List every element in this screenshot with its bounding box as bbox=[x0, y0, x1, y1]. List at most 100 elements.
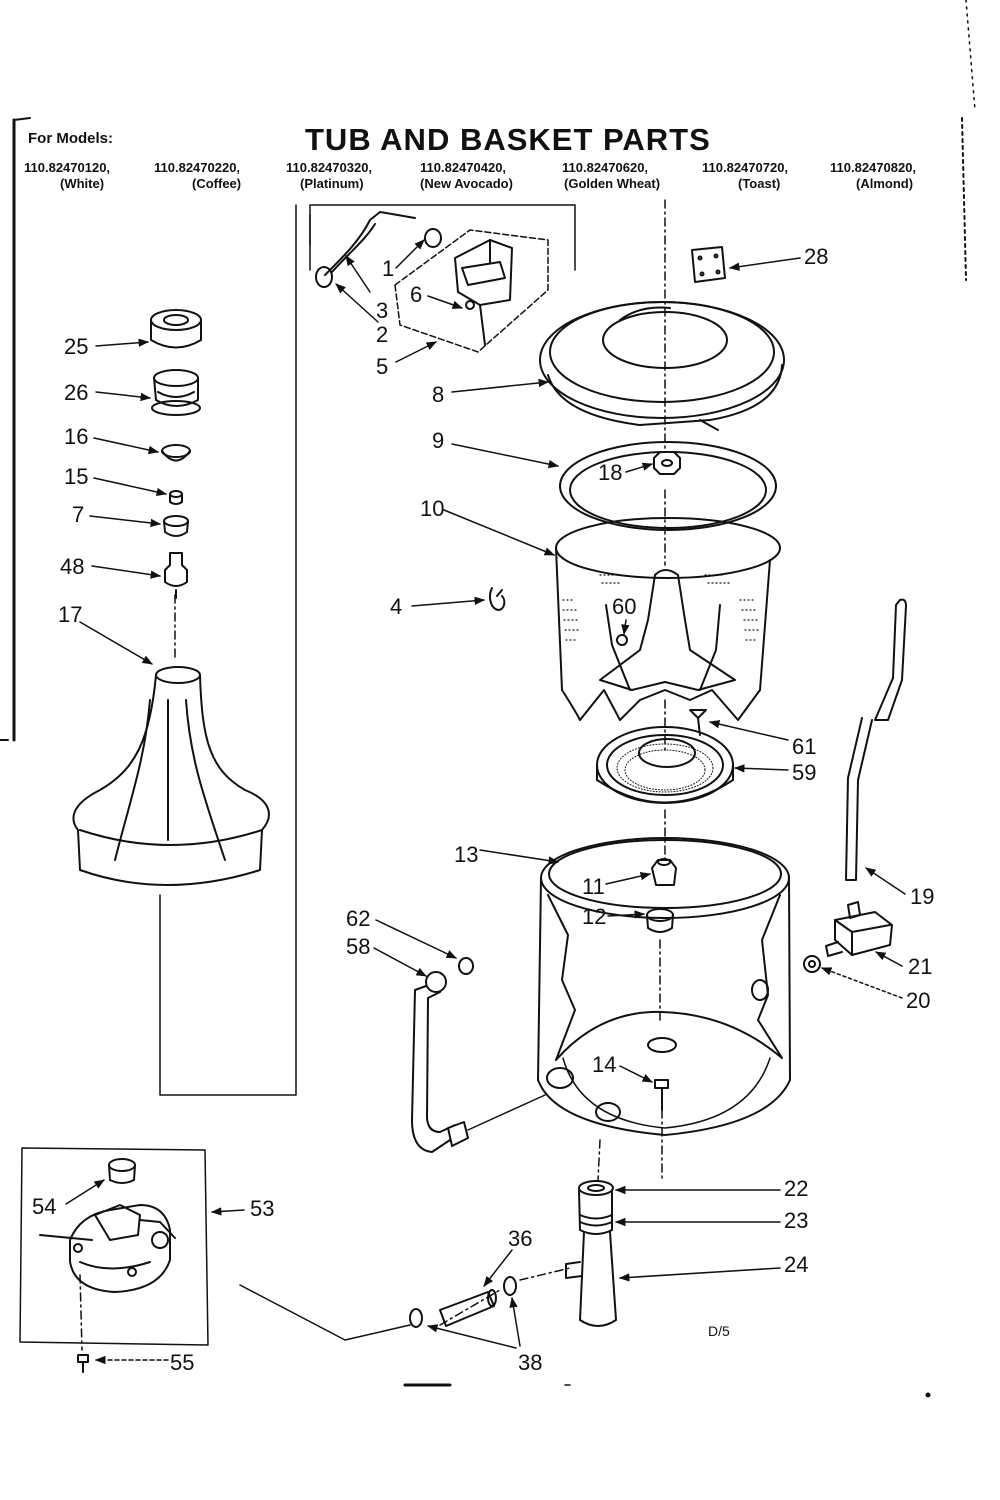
callout-18: 18 bbox=[598, 460, 622, 485]
model-item: 110.82470420, (New Avocado) bbox=[420, 160, 513, 191]
callout-12: 12 bbox=[582, 904, 606, 929]
callout-13: 13 bbox=[454, 842, 478, 867]
stray-marks bbox=[0, 739, 931, 1398]
model-item: 110.82470320, (Platinum) bbox=[286, 160, 372, 191]
model-color: (Golden Wheat) bbox=[564, 176, 661, 191]
callout-48: 48 bbox=[60, 554, 84, 579]
part-16-bearing bbox=[161, 444, 191, 462]
callout-38-right: 38 bbox=[518, 1350, 542, 1375]
part-36-connector bbox=[439, 1289, 497, 1327]
model-number: 110.82470120, bbox=[24, 160, 111, 175]
callout-62: 62 bbox=[346, 906, 370, 931]
callout-28: 28 bbox=[804, 244, 828, 269]
model-color: (Almond) bbox=[856, 176, 914, 191]
parts-1-6-inlet-assembly bbox=[315, 211, 549, 353]
callout-61: 61 bbox=[792, 734, 816, 759]
callout-8: 8 bbox=[432, 382, 444, 407]
callout-6: 6 bbox=[410, 282, 422, 307]
part-48-stud bbox=[164, 552, 188, 599]
model-item: 110.82470620, (Golden Wheat) bbox=[562, 160, 660, 191]
callout-60: 60 bbox=[612, 594, 636, 619]
part-55-screw bbox=[77, 1354, 89, 1373]
part-26-cam bbox=[151, 369, 201, 416]
model-item: 110.82470120, (White) bbox=[24, 160, 110, 191]
diagram-title: TUB AND BASKET PARTS bbox=[305, 122, 711, 157]
part-13-outer-tub bbox=[537, 837, 791, 1136]
part-17-agitator bbox=[72, 666, 270, 886]
part-15-spacer bbox=[169, 490, 183, 505]
callout-20: 20 bbox=[906, 988, 930, 1013]
model-color: (Coffee) bbox=[192, 176, 242, 191]
callout-58: 58 bbox=[346, 934, 370, 959]
part-7-bushing bbox=[163, 515, 189, 537]
part-22-seal bbox=[578, 1180, 614, 1196]
callout-19: 19 bbox=[910, 884, 934, 909]
callout-59: 59 bbox=[792, 760, 816, 785]
part-14-bolt bbox=[654, 1079, 669, 1111]
model-color: (White) bbox=[60, 176, 105, 191]
callout-53: 53 bbox=[250, 1196, 274, 1221]
callout-11: 11 bbox=[582, 874, 605, 899]
pump-inset-frame bbox=[19, 1147, 209, 1346]
callout-labels: 25 26 16 15 7 48 17 1 3 2 6 5 28 8 9 18 … bbox=[32, 244, 934, 1375]
model-item: 110.82470720, (Toast) bbox=[702, 160, 788, 191]
model-color: (New Avocado) bbox=[420, 176, 513, 191]
part-18-nut bbox=[653, 451, 681, 475]
callout-4: 4 bbox=[390, 594, 402, 619]
callout-25: 25 bbox=[64, 334, 88, 359]
leader-frame-lines bbox=[159, 204, 576, 1341]
part-25-cap bbox=[150, 309, 202, 349]
part-38-clamps bbox=[409, 1276, 517, 1328]
model-number: 110.82470720, bbox=[702, 160, 789, 175]
callout-16: 16 bbox=[64, 424, 88, 449]
callout-21: 21 bbox=[908, 954, 932, 979]
model-item: 110.82470220, (Coffee) bbox=[154, 160, 241, 191]
model-number: 110.82470220, bbox=[154, 160, 241, 175]
callout-2: 2 bbox=[376, 322, 388, 347]
part-19-air-hose bbox=[845, 598, 907, 881]
callout-55: 55 bbox=[170, 1350, 194, 1375]
callout-14: 14 bbox=[592, 1052, 616, 1077]
part-11-seal bbox=[651, 858, 677, 886]
callout-1: 1 bbox=[382, 256, 394, 281]
callout-7: 7 bbox=[72, 502, 84, 527]
callout-22: 22 bbox=[784, 1176, 808, 1201]
parts-58-62-hose bbox=[411, 957, 546, 1153]
model-number: 110.82470320, bbox=[286, 160, 373, 175]
part-9-balance-ring bbox=[559, 441, 777, 531]
callout-10: 10 bbox=[420, 496, 444, 521]
model-color: (Platinum) bbox=[300, 176, 364, 191]
callout-5: 5 bbox=[376, 354, 388, 379]
model-number: 110.82470620, bbox=[562, 160, 649, 175]
callout-15: 15 bbox=[64, 464, 88, 489]
part-53-pump bbox=[39, 1204, 176, 1293]
part-54-pump-cap bbox=[108, 1158, 136, 1184]
footer-code: D/5 bbox=[708, 1323, 730, 1339]
callout-23: 23 bbox=[784, 1208, 808, 1233]
callout-24: 24 bbox=[784, 1252, 808, 1277]
callout-36: 36 bbox=[508, 1226, 532, 1251]
model-number: 110.82470420, bbox=[420, 160, 507, 175]
callout-9: 9 bbox=[432, 428, 444, 453]
part-21-pressure-switch bbox=[825, 901, 893, 957]
callout-26: 26 bbox=[64, 380, 88, 405]
part-12-bearing bbox=[646, 908, 674, 933]
part-4-clip bbox=[489, 587, 506, 611]
model-item: 110.82470820, (Almond) bbox=[830, 160, 916, 191]
page-border bbox=[12, 0, 976, 742]
callout-54: 54 bbox=[32, 1194, 56, 1219]
part-28-label-plate bbox=[691, 246, 726, 283]
leader-arrows bbox=[65, 239, 906, 1365]
callout-3: 3 bbox=[376, 298, 388, 323]
part-59-drive-hub bbox=[596, 726, 734, 804]
model-color: (Toast) bbox=[738, 176, 781, 191]
part-8-tub-ring bbox=[539, 301, 785, 431]
model-number: 110.82470820, bbox=[830, 160, 917, 175]
part-10-spin-basket bbox=[555, 517, 781, 721]
part-23-24-drain-tube bbox=[565, 1189, 617, 1327]
part-20-nut bbox=[803, 955, 821, 973]
callout-17: 17 bbox=[58, 602, 82, 627]
model-list: 110.82470120, (White) 110.82470220, (Cof… bbox=[24, 160, 964, 210]
